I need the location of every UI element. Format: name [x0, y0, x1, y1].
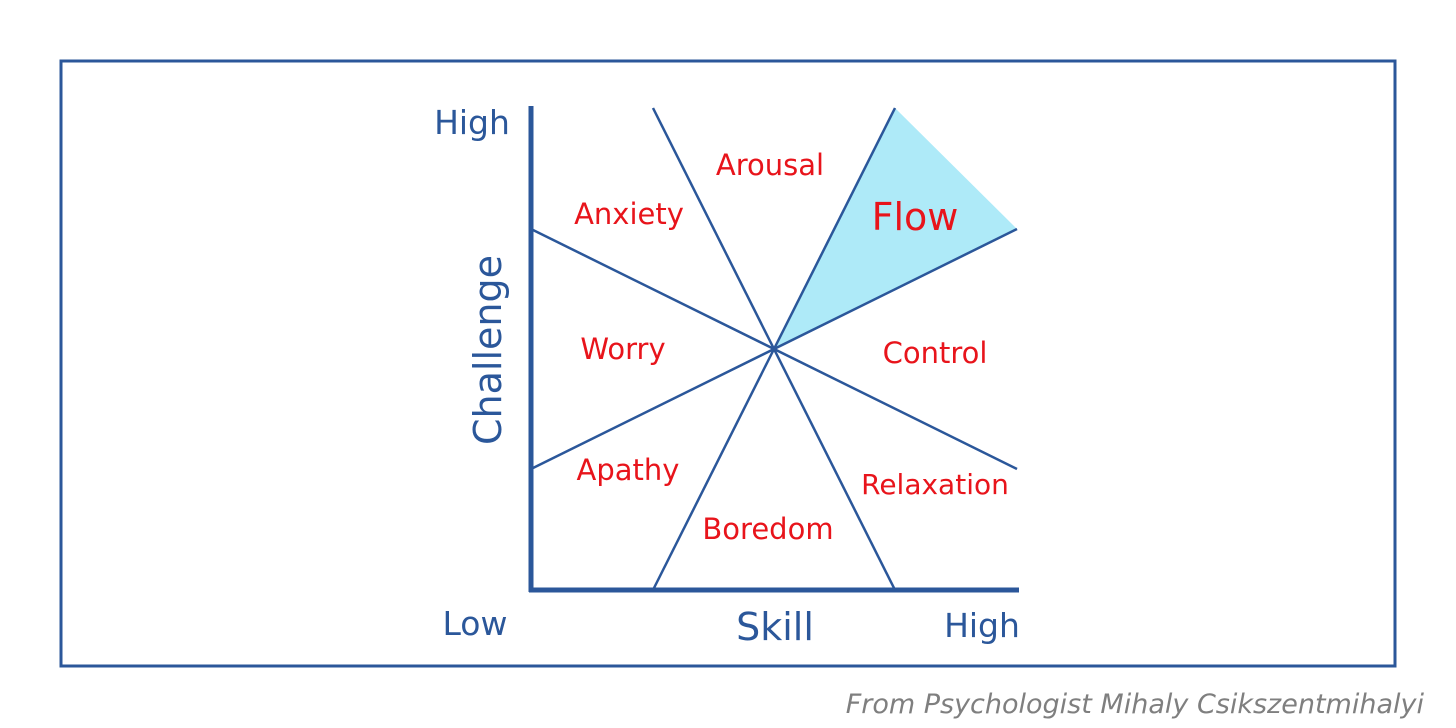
- region-label-apathy: Apathy: [577, 453, 680, 487]
- region-label-flow: Flow: [872, 195, 959, 239]
- y-axis-title: Challenge: [466, 255, 510, 445]
- x-axis-title: Skill: [736, 605, 814, 649]
- region-label-boredom: Boredom: [702, 512, 833, 546]
- region-label-worry: Worry: [580, 332, 665, 366]
- region-label-relaxation: Relaxation: [861, 468, 1009, 501]
- flow-region-fill: [774, 108, 1017, 349]
- divider-line-4: [530, 227, 1018, 471]
- x-high-label: High: [944, 606, 1020, 645]
- region-label-control: Control: [883, 336, 988, 370]
- y-high-label: High: [434, 103, 510, 142]
- diagram-frame: [59, 59, 1397, 668]
- origin-low-label: Low: [443, 604, 508, 643]
- source-credit: From Psychologist Mihaly Csikszentmihaly…: [846, 689, 1425, 720]
- region-label-anxiety: Anxiety: [574, 197, 684, 231]
- region-label-arousal: Arousal: [716, 148, 824, 182]
